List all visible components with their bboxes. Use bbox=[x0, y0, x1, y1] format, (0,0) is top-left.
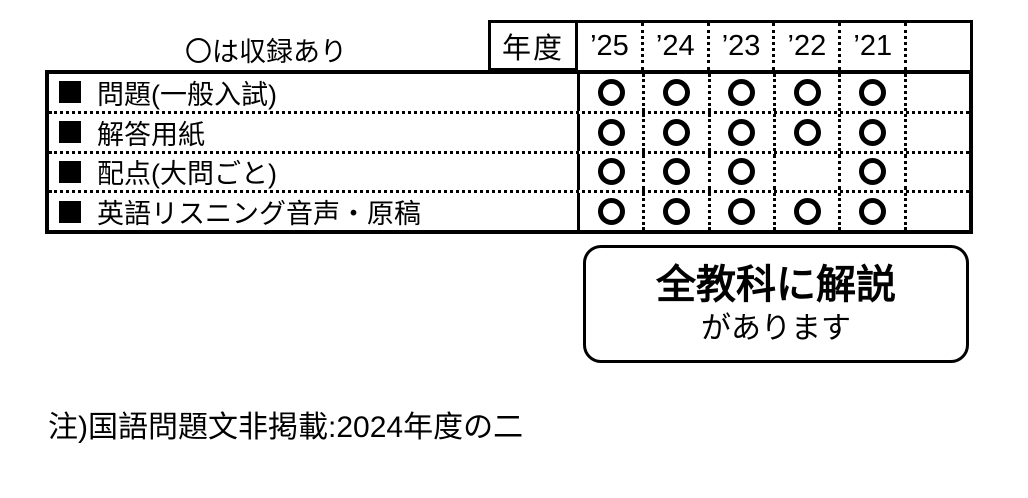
table-row: 配点(大問ごと) bbox=[49, 150, 969, 191]
year-col-25: ’25 bbox=[590, 30, 629, 62]
mark-cell-present bbox=[580, 74, 642, 111]
mark-cell-empty-column bbox=[903, 113, 969, 151]
year-header-row: ’25 ’24’23’22’21 bbox=[578, 20, 973, 70]
mark-cell-present bbox=[642, 193, 707, 230]
mark-cell-present bbox=[772, 193, 838, 230]
circle-icon bbox=[662, 78, 690, 106]
table-row: 問題(一般入試) bbox=[49, 74, 969, 111]
bullet-square-icon bbox=[59, 160, 81, 183]
bullet-square-icon bbox=[59, 121, 81, 144]
mark-cell-present bbox=[707, 113, 773, 151]
mark-cell-present bbox=[580, 114, 642, 151]
table-row: 英語リスニング音声・原稿 bbox=[49, 190, 969, 230]
year-col-24: ’24 bbox=[640, 23, 707, 70]
circle-icon bbox=[662, 198, 690, 226]
year-col-21: ’21 bbox=[838, 23, 904, 70]
row-marks bbox=[577, 153, 969, 191]
bullet-square-icon bbox=[59, 200, 81, 223]
mark-cell-present bbox=[707, 193, 773, 230]
year-col-empty bbox=[904, 23, 970, 70]
circle-icon bbox=[662, 158, 690, 186]
circle-icon bbox=[728, 78, 756, 106]
row-marks bbox=[577, 74, 969, 111]
circle-icon bbox=[662, 118, 690, 146]
mark-cell-present bbox=[580, 154, 642, 191]
row-label-cell: 解答用紙 bbox=[49, 114, 577, 151]
mark-cell-absent bbox=[772, 153, 838, 191]
year-col-23: ’23 bbox=[706, 23, 773, 70]
mark-cell-present bbox=[838, 74, 903, 111]
row-label: 解答用紙 bbox=[97, 119, 205, 150]
circle-icon bbox=[597, 158, 625, 186]
row-label-cell: 配点(大問ごと) bbox=[49, 154, 577, 191]
mark-cell-present bbox=[838, 153, 903, 191]
circle-icon bbox=[793, 118, 821, 146]
row-label: 英語リスニング音声・原稿 bbox=[97, 199, 421, 230]
circle-icon bbox=[728, 198, 756, 226]
legend-text: 〇は収録あり bbox=[185, 37, 347, 67]
mark-cell-present bbox=[707, 153, 773, 191]
callout-box: 全教科に解説 があります bbox=[583, 245, 969, 363]
mark-cell-present bbox=[580, 193, 642, 230]
mark-cell-present bbox=[838, 193, 903, 230]
circle-icon bbox=[597, 78, 625, 106]
circle-icon bbox=[597, 198, 625, 226]
circle-icon bbox=[858, 78, 886, 106]
row-marks bbox=[577, 113, 969, 151]
mark-cell-present bbox=[642, 153, 707, 191]
circle-icon bbox=[858, 118, 886, 146]
mark-cell-present bbox=[772, 113, 838, 151]
circle-icon bbox=[597, 118, 625, 146]
bullet-square-icon bbox=[59, 81, 81, 104]
circle-icon bbox=[728, 158, 756, 186]
circle-icon bbox=[793, 198, 821, 226]
table-row: 解答用紙 bbox=[49, 110, 969, 151]
callout-subtitle: があります bbox=[701, 311, 851, 345]
row-label-cell: 問題(一般入試) bbox=[49, 74, 577, 111]
availability-table: 問題(一般入試) 解答用紙配点(大問ごと) 英語リスニング音声・原稿 bbox=[45, 70, 973, 234]
year-col-22: ’22 bbox=[772, 23, 838, 70]
year-header-label: 年度 bbox=[488, 20, 578, 71]
mark-cell-empty-column bbox=[903, 74, 969, 111]
circle-icon bbox=[858, 198, 886, 226]
mark-cell-present bbox=[838, 113, 903, 151]
mark-cell-present bbox=[772, 74, 838, 111]
circle-icon bbox=[793, 78, 821, 106]
mark-cell-present bbox=[707, 74, 773, 111]
callout-title: 全教科に解説 bbox=[656, 262, 896, 307]
circle-icon bbox=[858, 158, 886, 186]
row-label: 問題(一般入試) bbox=[97, 79, 277, 110]
mark-cell-empty-column bbox=[903, 193, 969, 230]
mark-cell-present bbox=[642, 74, 707, 111]
row-label: 配点(大問ごと) bbox=[97, 159, 277, 190]
mark-cell-present bbox=[642, 113, 707, 151]
circle-icon bbox=[728, 118, 756, 146]
row-label-cell: 英語リスニング音声・原稿 bbox=[49, 193, 577, 230]
row-marks bbox=[577, 193, 969, 230]
footnote: 注)国語問題文非掲載:2024年度の二 bbox=[48, 411, 524, 444]
mark-cell-empty-column bbox=[903, 153, 969, 191]
